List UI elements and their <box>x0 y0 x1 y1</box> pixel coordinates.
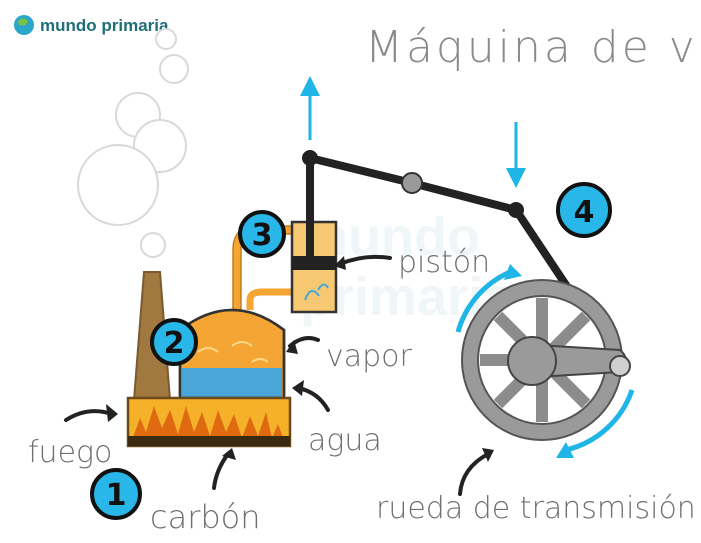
beam-right <box>408 179 520 214</box>
fire-flames <box>132 406 284 440</box>
step-number-3: 3 <box>252 218 273 253</box>
beam-pivot <box>401 172 423 194</box>
step-number-4: 4 <box>574 195 595 230</box>
step-number-2: 2 <box>164 326 185 361</box>
label-rueda: rueda de transmisión <box>376 491 696 526</box>
brand-logo: mundo primaria <box>14 15 169 35</box>
rotation-arrow-top <box>455 269 512 333</box>
step-badge-3: 3 <box>238 210 286 258</box>
crank-pin <box>609 355 631 377</box>
step-badge-2: 2 <box>150 318 198 366</box>
motion-arrow-down <box>506 122 526 188</box>
cylinder <box>290 220 338 314</box>
arrow-rueda <box>458 452 490 496</box>
step-number-1: 1 <box>106 478 127 513</box>
arrow-fuego <box>64 409 114 422</box>
beam-left <box>306 154 416 187</box>
furnace <box>126 396 292 448</box>
label-agua: agua <box>308 423 382 458</box>
smoke-clouds <box>77 28 189 258</box>
smoke-puff <box>155 28 177 50</box>
pipe-to-cylinder-bottom <box>246 288 295 310</box>
label-piston: pistón <box>398 245 490 280</box>
rotation-arrows <box>455 269 635 453</box>
label-fuego: fuego <box>28 435 112 470</box>
smoke-puff <box>159 54 189 84</box>
step-badge-1: 1 <box>90 468 142 520</box>
joint-left <box>302 150 318 166</box>
label-carbon: carbón <box>150 498 261 536</box>
rotation-arrow-bottom <box>565 389 635 453</box>
page-title: Máquina de vapor <box>365 22 701 73</box>
boiler-water <box>182 368 282 398</box>
label-vapor: vapor <box>326 339 413 374</box>
globe-land-icon <box>18 18 28 26</box>
arrow-carbon <box>212 452 230 490</box>
brand-name: mundo primaria <box>40 16 169 35</box>
piston-head <box>292 256 336 270</box>
transmission-wheel <box>461 279 631 441</box>
step-badge-4: 4 <box>556 182 612 238</box>
boiler <box>178 308 286 400</box>
joint-right <box>508 202 524 218</box>
coal-bed <box>128 436 290 446</box>
wheel-hub <box>507 336 557 386</box>
smoke-puff <box>140 232 166 258</box>
smoke-puff <box>77 144 159 226</box>
motion-arrow-up <box>300 76 320 140</box>
